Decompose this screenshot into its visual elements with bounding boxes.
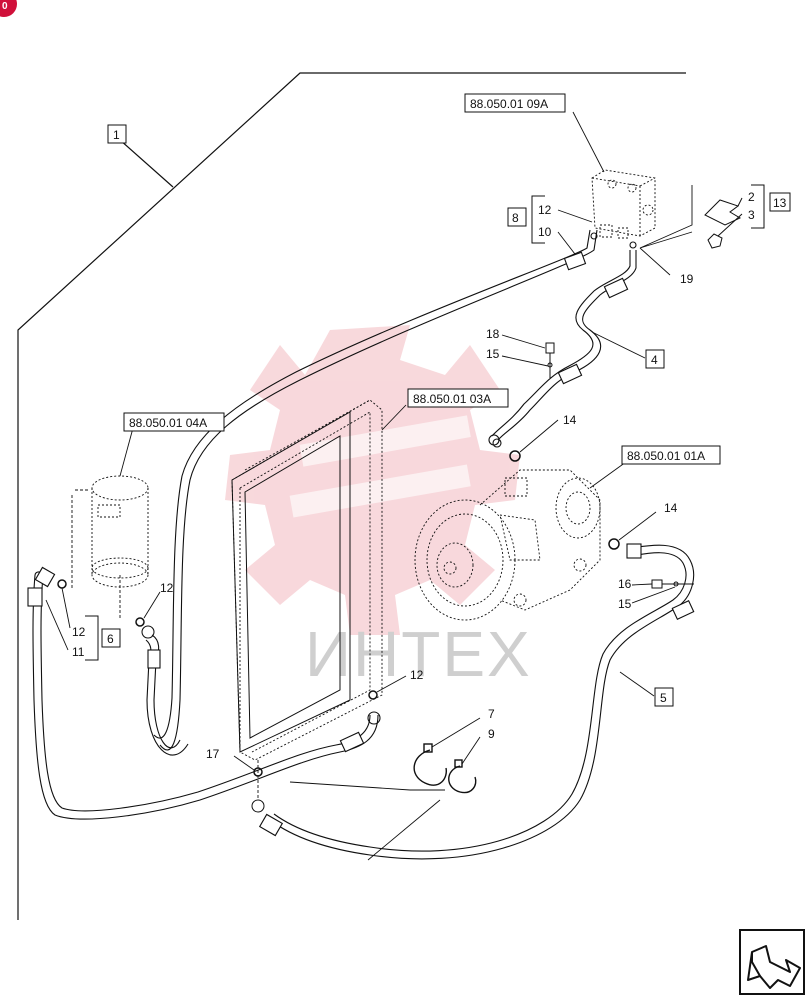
svg-text:18: 18 [486, 327, 500, 341]
hose-4 [488, 241, 637, 448]
hose-10 [153, 229, 598, 751]
svg-text:19: 19 [680, 272, 694, 286]
page-badge: 0 [0, 0, 17, 17]
condenser [231, 399, 383, 761]
svg-text:88.050.01 04A: 88.050.01 04A [129, 416, 207, 430]
condenser-outlet-hose [32, 574, 381, 820]
watermark-text: ИНТЕХ [305, 618, 532, 690]
svg-text:10: 10 [538, 225, 552, 239]
callout-6: 6 [101, 628, 121, 648]
fitting-16 [651, 579, 694, 589]
svg-text:12: 12 [538, 203, 552, 217]
svg-text:17: 17 [206, 747, 220, 761]
dryer-bracket [71, 489, 121, 620]
svg-text:13: 13 [773, 196, 787, 210]
ref-dryer: 88.050.01 04A [123, 412, 225, 432]
svg-text:8: 8 [512, 211, 519, 225]
callout-4: 4 [645, 349, 665, 369]
svg-text:7: 7 [488, 707, 495, 721]
svg-text:5: 5 [660, 691, 667, 705]
compressor [414, 469, 601, 621]
callout-5: 5 [654, 687, 674, 707]
svg-text:1: 1 [113, 128, 120, 142]
svg-text:88.050.01 09A: 88.050.01 09A [470, 97, 548, 111]
clamp-9 [448, 759, 477, 794]
svg-text:14: 14 [563, 413, 577, 427]
dryer-outlet-hose [141, 625, 189, 756]
svg-text:12: 12 [72, 625, 86, 639]
svg-text:14: 14 [664, 501, 678, 515]
clip-part [704, 197, 743, 249]
svg-text:88.050.01 01A: 88.050.01 01A [627, 449, 705, 463]
hose-5 [258, 543, 695, 860]
callout-1: 1 [107, 124, 127, 144]
condenser-core [231, 411, 351, 753]
callout-13: 13 [769, 192, 791, 212]
receiver-dryer [91, 475, 149, 588]
next-page-arrow-icon[interactable] [739, 929, 805, 995]
svg-text:6: 6 [107, 632, 114, 646]
callout-8: 8 [507, 207, 527, 227]
svg-text:15: 15 [618, 597, 632, 611]
svg-text:12: 12 [410, 668, 424, 682]
watermark-logo-icon [225, 325, 520, 635]
svg-text:15: 15 [486, 347, 500, 361]
ref-valve: 88.050.01 09A [464, 93, 566, 113]
svg-text:2: 2 [748, 190, 755, 204]
clamp-7 [413, 743, 447, 786]
expansion-valve [591, 169, 656, 239]
svg-text:11: 11 [72, 645, 85, 659]
svg-text:88.050.01 03A: 88.050.01 03A [413, 392, 491, 406]
svg-text:16: 16 [618, 577, 632, 591]
ref-compressor: 88.050.01 01A [621, 445, 721, 465]
svg-text:0: 0 [2, 1, 8, 12]
ref-condenser: 88.050.01 03A [407, 388, 509, 408]
dryer-left-hose [27, 566, 56, 607]
assembly-boundary [17, 72, 686, 920]
svg-text:12: 12 [160, 581, 174, 595]
fitting-18 [545, 342, 555, 378]
clamp-leaders [289, 781, 445, 861]
svg-text:3: 3 [748, 208, 755, 222]
svg-text:9: 9 [488, 727, 495, 741]
svg-text:4: 4 [651, 353, 658, 367]
